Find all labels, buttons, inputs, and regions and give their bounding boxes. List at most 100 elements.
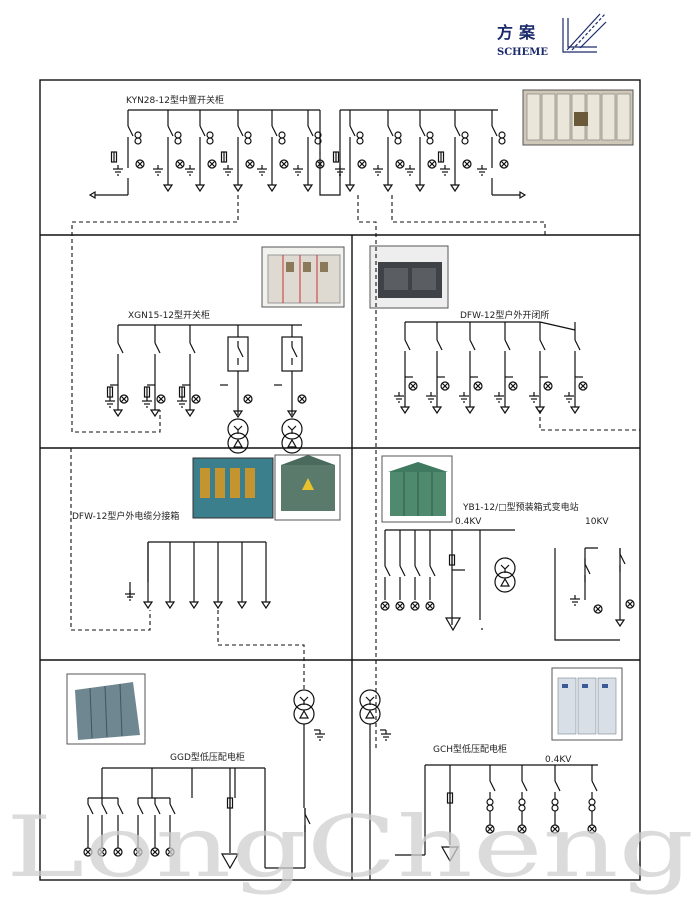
cable-run-to-ggd-tx xyxy=(217,610,305,690)
cable-outlet-icon xyxy=(534,406,546,415)
ground-icon xyxy=(223,165,233,176)
gch-feeder xyxy=(517,765,528,834)
dfw-open-feeder xyxy=(494,322,518,415)
switch-icon xyxy=(101,798,108,822)
fuse-icon xyxy=(106,386,114,398)
current-transformer-icon xyxy=(426,131,434,145)
indicator-lamp-icon xyxy=(625,599,635,609)
switch-icon xyxy=(307,120,314,144)
indicator-lamp-icon xyxy=(297,394,307,404)
xgn15-transformer-feeder xyxy=(274,325,307,454)
yb1-label: YB1-12/□型预装箱式变电站 xyxy=(462,501,579,513)
indicator-lamp-icon xyxy=(207,159,217,169)
switch-icon xyxy=(554,775,561,799)
indicator-lamp-icon xyxy=(543,381,553,391)
indicator-lamp-icon xyxy=(593,604,603,614)
indicator-lamp-icon xyxy=(578,381,588,391)
yb1-schematic xyxy=(380,529,635,641)
current-transformer-icon xyxy=(461,131,469,145)
yb1-lv-feeder xyxy=(425,530,436,611)
kyn28-feeder xyxy=(153,110,185,193)
switch-icon xyxy=(271,120,278,144)
cable-run-kyn-dfw xyxy=(391,195,546,235)
dfw-open-schematic xyxy=(394,321,588,415)
ground-icon xyxy=(142,397,152,408)
cable-outlet-icon xyxy=(162,184,174,193)
transformer-icon xyxy=(227,418,249,454)
cable-outlet-icon xyxy=(614,619,626,628)
switch-icon xyxy=(87,798,94,822)
cable-run-cable-box xyxy=(70,448,151,631)
ground-icon xyxy=(113,165,123,176)
current-transformer-icon xyxy=(356,131,364,145)
cable-outlet-icon xyxy=(236,601,248,610)
indicator-lamp-icon xyxy=(395,159,405,169)
cable-outlet-icon xyxy=(212,601,224,610)
kyn28-feeder xyxy=(293,110,325,193)
gch-feeder xyxy=(485,765,496,834)
dfw-cable-schematic xyxy=(125,541,272,610)
interconnect-cables xyxy=(70,195,640,880)
ground-icon xyxy=(185,165,195,176)
kyn28-feeder xyxy=(437,110,472,193)
switch-icon xyxy=(584,558,591,582)
ground-icon xyxy=(405,165,415,176)
switch-icon xyxy=(304,808,311,832)
cable-outlet-icon xyxy=(149,409,161,418)
ground-icon xyxy=(394,392,404,403)
cable-outlet-icon xyxy=(266,184,278,193)
indicator-lamp-icon xyxy=(427,159,437,169)
dfw-open-feeder xyxy=(529,322,553,415)
indicator-lamp-icon xyxy=(83,847,93,857)
kyn28-schematic xyxy=(88,109,527,200)
ground-icon xyxy=(529,392,539,403)
indicator-lamp-icon xyxy=(113,847,123,857)
switch-icon xyxy=(429,560,436,584)
indicator-lamp-icon xyxy=(133,847,143,857)
cable-branch xyxy=(188,542,200,610)
current-transformer-icon xyxy=(278,131,286,145)
dfw-open-feeder xyxy=(426,322,450,415)
cable-outlet-icon xyxy=(399,406,411,415)
switch-icon xyxy=(521,775,528,799)
indicator-lamp-icon xyxy=(279,159,289,169)
dfw-cable-box-photo-2 xyxy=(274,454,341,521)
gch-cabinet-photo xyxy=(551,667,623,741)
indicator-lamp-icon xyxy=(462,159,472,169)
current-transformer-icon xyxy=(206,131,214,145)
cable-outlet-icon xyxy=(112,409,124,418)
transformer-icon xyxy=(494,557,516,593)
cable-branch xyxy=(212,542,224,610)
switch-icon xyxy=(504,334,511,358)
indicator-lamp-icon xyxy=(243,394,253,404)
ggd-feeder xyxy=(165,798,176,857)
xgn15-cabinet-photo xyxy=(261,246,345,308)
indicator-lamp-icon xyxy=(499,159,509,169)
fuse-icon xyxy=(437,151,445,163)
ground-icon xyxy=(477,165,487,176)
indicator-lamp-icon xyxy=(517,824,527,834)
switch-icon xyxy=(419,120,426,144)
indicator-lamp-icon xyxy=(587,824,597,834)
fuse-icon xyxy=(178,386,186,398)
dfw-open-label: DFW-12型户外开闭所 xyxy=(460,309,549,321)
fuse-icon xyxy=(332,151,340,163)
switch-icon xyxy=(117,798,124,822)
gch-label: GCH型低压配电柜 xyxy=(433,743,507,755)
xgn15-transformer-feeder xyxy=(220,325,253,454)
ggd-label: GGD型低压配电柜 xyxy=(170,751,245,763)
dfw-open-feeder xyxy=(394,322,418,415)
switch-icon xyxy=(349,120,356,144)
yb1-lv-feeder xyxy=(410,530,421,611)
ggd-feeder xyxy=(97,798,108,857)
kyn28-feeder xyxy=(405,110,437,193)
kyn28-feeder xyxy=(88,110,145,200)
indicator-lamp-icon xyxy=(165,847,175,857)
cable-outlet-icon xyxy=(431,406,443,415)
kyn28-feeder xyxy=(373,110,405,193)
ground-icon xyxy=(373,165,383,176)
cable-run-dfw-out xyxy=(539,410,640,431)
xgn15-feeder xyxy=(177,325,201,418)
transformer-icon xyxy=(281,418,303,454)
